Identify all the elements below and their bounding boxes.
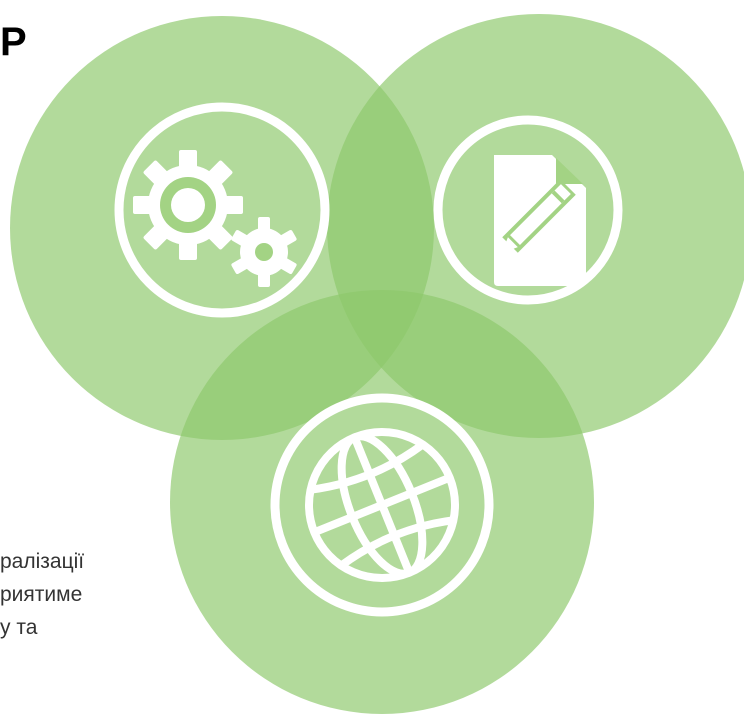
body-text-line-2: риятиме xyxy=(0,583,83,606)
heading-fragment: Р xyxy=(0,20,27,64)
edit-document-icon xyxy=(433,115,623,305)
body-text-line-3: у та xyxy=(0,616,38,639)
gears-icon xyxy=(114,102,330,318)
body-text-line-1: ралізації xyxy=(0,550,85,573)
globe-icon xyxy=(270,393,494,617)
